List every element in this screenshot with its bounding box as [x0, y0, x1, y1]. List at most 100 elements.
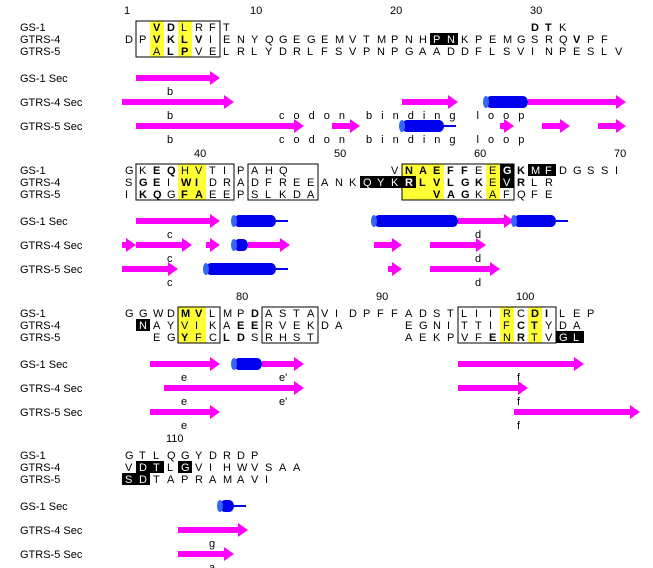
secondary-label: e: [181, 396, 187, 408]
secondary-label: f: [517, 372, 521, 384]
beta-strand-arrow: [164, 381, 304, 395]
identical-highlight: [528, 164, 556, 176]
conserved-highlight: [178, 45, 192, 57]
identical-highlight: [556, 331, 584, 343]
secondary-label: codon binding loop: [279, 134, 533, 146]
similarity-box: [401, 163, 515, 201]
helix-cap: [371, 215, 377, 227]
secondary-label: f: [517, 420, 521, 432]
secondary-label: b: [167, 86, 173, 98]
identical-highlight: [500, 164, 514, 176]
beta-strand-arrow: [514, 405, 640, 419]
secondary-track-name: GTRS-4 Sec: [20, 525, 83, 537]
secondary-label: c: [167, 277, 173, 289]
secondary-track-name: GS-1 Sec: [20, 501, 68, 513]
secondary-track-name: GTRS-5 Sec: [20, 264, 83, 276]
ruler-number: 10: [250, 5, 262, 17]
conserved-highlight: [528, 319, 542, 331]
secondary-track-name: GTRS-5 Sec: [20, 121, 83, 133]
beta-strand-arrow: [178, 547, 234, 561]
beta-strand-arrow: [178, 523, 248, 537]
similarity-box: [177, 306, 221, 344]
secondary-track-name: GTRS-4 Sec: [20, 97, 83, 109]
ruler-number: 90: [376, 291, 388, 303]
beta-strand-arrow: [136, 119, 304, 133]
secondary-track-name: GTRS-4 Sec: [20, 383, 83, 395]
conserved-highlight: [486, 176, 500, 188]
secondary-label: e: [181, 372, 187, 384]
beta-strand-arrow: [430, 262, 500, 276]
helix-cap: [217, 500, 223, 512]
helix-cap: [231, 239, 237, 251]
beta-strand-arrow: [374, 238, 402, 252]
similarity-box: [261, 306, 319, 344]
conserved-highlight: [178, 164, 206, 176]
helix-cap: [203, 263, 209, 275]
identical-highlight: [136, 461, 164, 473]
alpha-helix-cylinder: [402, 120, 444, 132]
secondary-label: g: [209, 538, 215, 550]
conserved-highlight: [150, 45, 164, 57]
beta-strand-arrow: [262, 357, 304, 371]
conserved-highlight: [500, 331, 514, 343]
beta-strand-arrow: [388, 262, 402, 276]
secondary-label: c: [167, 253, 173, 265]
alpha-helix-cylinder: [220, 500, 234, 512]
conserved-highlight: [178, 307, 206, 319]
sequence-name: GTRS-5: [20, 46, 60, 58]
beta-strand-arrow: [136, 71, 220, 85]
sequence-name: GTRS-4: [20, 320, 60, 332]
ruler-number: 60: [474, 148, 486, 160]
beta-strand-arrow: [122, 238, 136, 252]
ruler-number: 100: [516, 291, 534, 303]
secondary-label: c: [167, 229, 173, 241]
helix-cap: [511, 215, 517, 227]
beta-strand-arrow: [332, 119, 360, 133]
alpha-helix-cylinder: [206, 263, 276, 275]
secondary-label: codon binding loop: [279, 110, 533, 122]
secondary-label: e: [181, 420, 187, 432]
alpha-helix-cylinder: [486, 96, 528, 108]
conserved-highlight: [402, 188, 444, 200]
ruler-number: 80: [236, 291, 248, 303]
beta-strand-arrow: [458, 381, 528, 395]
sequence-name: GTRS-4: [20, 177, 60, 189]
beta-strand-arrow: [458, 357, 584, 371]
sequence-name: GS-1: [20, 22, 46, 34]
secondary-label: f: [517, 396, 521, 408]
ruler-number: 30: [530, 5, 542, 17]
beta-strand-arrow: [248, 238, 290, 252]
secondary-label: e': [279, 396, 287, 408]
conserved-highlight: [500, 319, 514, 331]
secondary-label: d: [475, 229, 481, 241]
beta-strand-arrow: [136, 214, 220, 228]
alpha-helix-cylinder: [374, 215, 458, 227]
beta-strand-arrow: [430, 238, 486, 252]
secondary-label: d: [475, 253, 481, 265]
secondary-label: e': [279, 372, 287, 384]
ruler-number: 20: [390, 5, 402, 17]
sequence-name: GS-1: [20, 165, 46, 177]
sequence-name: GTRS-5: [20, 189, 60, 201]
conserved-highlight: [178, 188, 206, 200]
conserved-highlight: [150, 33, 164, 45]
beta-strand-arrow: [458, 214, 514, 228]
identical-highlight: [500, 176, 514, 188]
identical-highlight: [430, 33, 458, 45]
helix-cap: [399, 120, 405, 132]
ruler-number: 1: [124, 5, 130, 17]
similarity-box: [135, 20, 221, 58]
conserved-highlight: [178, 21, 192, 33]
